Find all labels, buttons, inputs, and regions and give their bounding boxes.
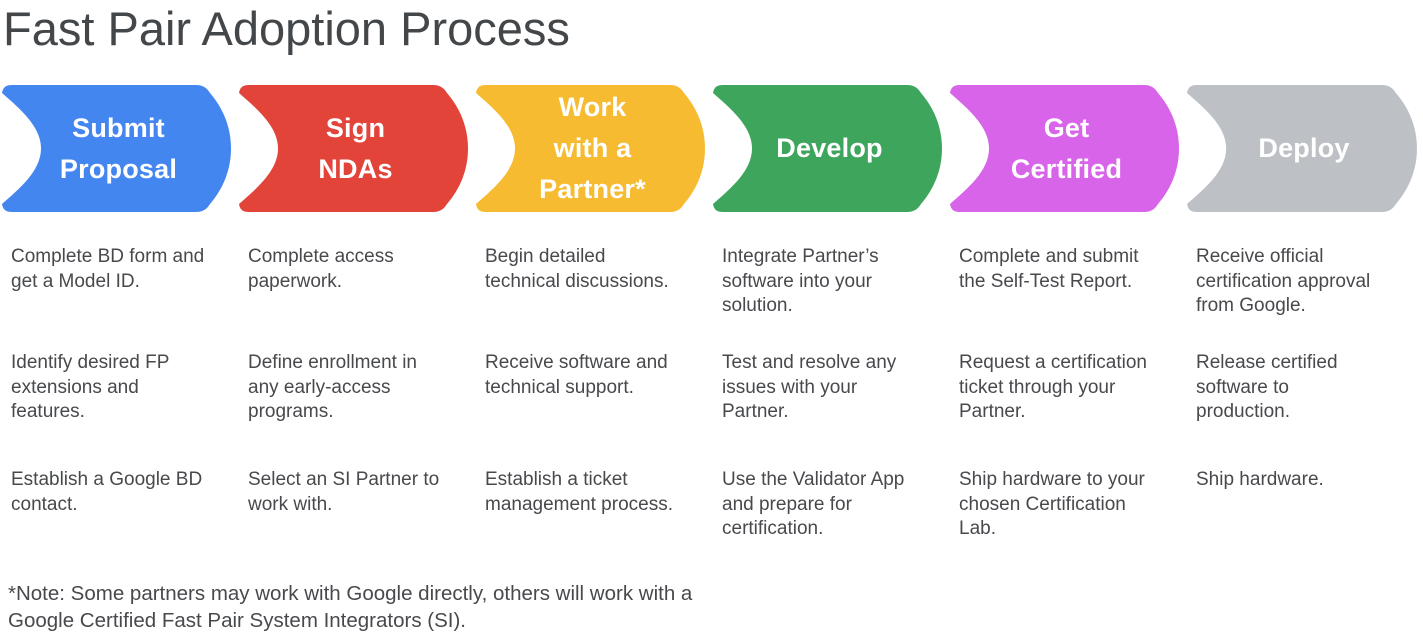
note-work-with-partner-2: Receive software and technical support. [485, 352, 668, 398]
notes-row-2: Identify desired FP extensions and featu… [0, 351, 1423, 425]
stage-label: Develop [776, 133, 883, 163]
notes-row-1: Complete BD form and get a Model ID. Com… [0, 245, 1423, 319]
note-develop-3: Use the Validator App and prepare for ce… [722, 469, 905, 539]
note-work-with-partner-3: Establish a ticket management process. [485, 469, 673, 515]
stage-label: Work with a Partner* [539, 92, 646, 204]
note-develop-1: Integrate Partner’s software into your s… [722, 246, 879, 316]
arrow-shape-path [239, 85, 468, 212]
process-flow: Submit Proposal Sign NDAs Work with a Pa… [0, 85, 1423, 212]
arrow-shape-path [2, 85, 231, 212]
note-work-with-partner-1: Begin detailed technical discussions. [485, 246, 669, 292]
arrow-shape-path [476, 85, 705, 212]
note-sign-ndas-3: Select an SI Partner to work with. [248, 469, 440, 515]
note-deploy-3: Ship hardware. [1196, 469, 1324, 490]
note-submit-proposal-3: Establish a Google BD contact. [11, 469, 203, 515]
stage-get-certified: Get Certified [948, 85, 1185, 212]
arrow-shape [239, 85, 468, 212]
arrow-shape [713, 85, 942, 212]
arrow-shape [2, 85, 231, 212]
arrow-shape-path [1187, 85, 1417, 212]
note-deploy-2: Release certified software to production… [1196, 352, 1338, 422]
note-deploy-1: Receive official certification approval … [1196, 246, 1371, 316]
stage-sign-ndas: Sign NDAs [237, 85, 474, 212]
note-get-certified-1: Complete and submit the Self-Test Report… [959, 246, 1139, 292]
note-submit-proposal-1: Complete BD form and get a Model ID. [11, 246, 205, 292]
note-develop-2: Test and resolve any issues with your Pa… [722, 352, 897, 422]
stage-label: Submit Proposal [59, 112, 178, 184]
arrow-shape [476, 85, 705, 212]
stage-deploy: Deploy [1185, 85, 1423, 212]
note-sign-ndas-2: Define enrollment in any early-access pr… [248, 352, 417, 422]
footnote: *Note: Some partners may work with Googl… [8, 582, 693, 632]
arrow-shape [1187, 85, 1417, 212]
arrow-shape-path [713, 85, 942, 212]
stage-label: Get Certified [1010, 112, 1123, 184]
note-sign-ndas-1: Complete access paperwork. [248, 246, 394, 292]
stage-label: Sign NDAs [318, 112, 393, 184]
note-submit-proposal-2: Identify desired FP extensions and featu… [11, 352, 170, 422]
arrow-shape-path [950, 85, 1179, 212]
page-title: Fast Pair Adoption Process [3, 2, 570, 55]
stage-label: Deploy [1258, 133, 1350, 163]
stage-work-with-partner: Work with a Partner* [474, 85, 711, 212]
note-get-certified-3: Ship hardware to your chosen Certificati… [959, 469, 1145, 539]
note-get-certified-2: Request a certification ticket through y… [959, 352, 1147, 422]
stage-submit-proposal: Submit Proposal [0, 85, 237, 212]
stage-develop: Develop [711, 85, 948, 212]
arrow-shape [950, 85, 1179, 212]
notes-row-3: Establish a Google BD contact. Select an… [0, 468, 1423, 542]
